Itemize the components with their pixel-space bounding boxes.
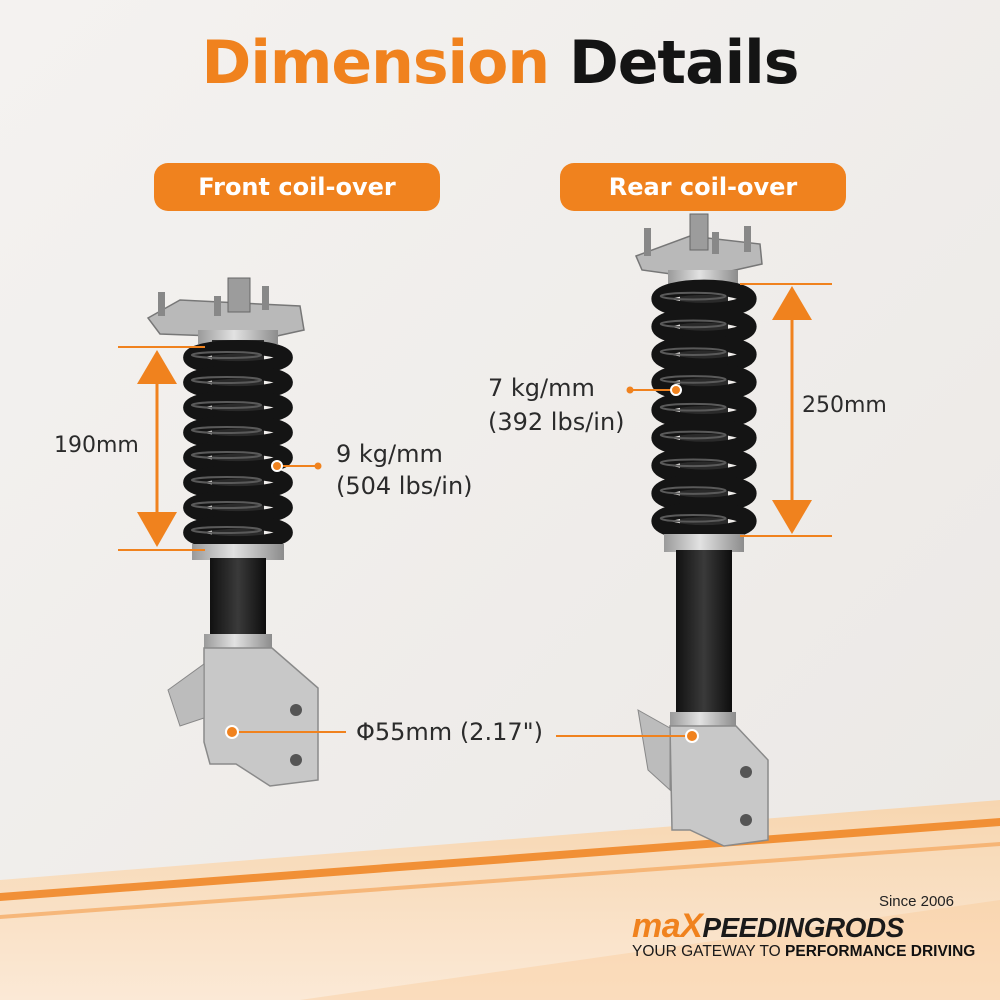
spring-coil-highlight <box>190 451 263 459</box>
front-coilover-badge: Front coil-over <box>154 163 440 211</box>
floor-band <box>0 800 1000 1000</box>
title-part-accent: Dimension <box>201 28 551 98</box>
orange-stripe-3 <box>300 900 1000 1000</box>
spring-coil-highlight <box>659 458 727 468</box>
rear-center-nut <box>689 213 709 251</box>
spring-coil-highlight <box>659 347 727 356</box>
spring-coil-highlight <box>659 430 727 440</box>
rear-bracket-tab <box>637 709 671 792</box>
rear-bolt-hole-1 <box>740 766 752 778</box>
rear-spring <box>651 279 757 541</box>
rear-length-dimension <box>740 283 832 537</box>
title-part-dark: Details <box>568 28 800 98</box>
front-spring-rate-lbs: (504 lbs/in) <box>336 472 473 500</box>
rear-knuckle-bracket <box>669 725 769 847</box>
brand-tagline-bold: PERFORMANCE DRIVING <box>785 943 976 960</box>
rear-diameter-leader <box>556 729 699 743</box>
spring-coil-highlight <box>190 476 263 484</box>
rear-body <box>676 550 732 720</box>
spring-coil-highlight <box>659 291 727 301</box>
rear-spring-rate-leader <box>626 384 682 396</box>
spring-coil-highlight <box>190 376 263 384</box>
spring-coil <box>651 501 757 541</box>
front-length-dimension <box>118 346 205 551</box>
front-lock-ring <box>204 634 272 648</box>
front-stud-2 <box>214 296 221 316</box>
page-title: Dimension Details <box>0 28 1000 98</box>
spring-coil-highlight <box>659 402 727 412</box>
spring-coil-highlight <box>190 526 263 534</box>
front-length-label: 190mm <box>54 433 139 458</box>
brand-logo-prefix: maX <box>632 907 703 945</box>
rear-length-label: 250mm <box>802 393 887 418</box>
spring-coil-highlight <box>190 401 263 409</box>
brand-since: Since 2006 <box>878 893 954 910</box>
rear-coilover-badge: Rear coil-over <box>560 163 846 211</box>
spring-coil-highlight <box>659 375 727 384</box>
brand-tagline: YOUR GATEWAY TO PERFORMANCE DRIVING <box>632 943 975 961</box>
spring-coil-highlight <box>190 351 263 359</box>
front-body <box>210 558 266 642</box>
brand-logo-block: Since 2006 maXPEEDINGRODS YOUR GATEWAY T… <box>632 893 975 973</box>
rear-stud-1 <box>644 228 651 256</box>
spring-coil-highlight <box>659 486 727 495</box>
front-coilover <box>146 277 319 787</box>
front-arrow-up <box>137 350 177 384</box>
brand-logo: maXPEEDINGRODS <box>632 907 904 946</box>
rear-stud-2 <box>744 226 751 252</box>
spring-coil-highlight <box>190 426 263 434</box>
rear-arrow-down <box>772 500 812 534</box>
spring-coil-highlight <box>190 501 263 509</box>
front-diameter-leader <box>225 725 346 739</box>
diameter-label: Φ55mm (2.17") <box>356 718 544 746</box>
spring-coil-highlight <box>659 514 727 523</box>
front-spring-rate-kg: 9 kg/mm <box>336 440 443 468</box>
rear-stud-3 <box>712 232 719 254</box>
front-stud-3 <box>262 286 269 310</box>
rear-coilover <box>634 213 769 847</box>
rear-lock-ring <box>670 712 736 726</box>
front-bolt-hole-1 <box>290 704 302 716</box>
spring-coil-highlight <box>659 319 727 329</box>
front-center-nut <box>227 277 251 313</box>
rear-arrow-up <box>772 286 812 320</box>
rear-spring-perch <box>664 534 744 552</box>
front-bracket-tab <box>167 663 205 727</box>
rear-spring-rate-lbs: (392 lbs/in) <box>488 408 625 436</box>
rear-spring-rate-kg: 7 kg/mm <box>488 374 595 402</box>
orange-stripe-2 <box>0 842 1000 919</box>
brand-tagline-normal: YOUR GATEWAY TO <box>632 943 786 960</box>
rear-bolt-hole-2 <box>740 814 752 826</box>
front-knuckle-bracket <box>203 647 319 787</box>
front-stud-1 <box>158 292 165 316</box>
front-arrow-down <box>137 512 177 547</box>
brand-logo-rest: PEEDINGRODS <box>702 912 904 943</box>
front-bolt-hole-2 <box>290 754 302 766</box>
front-spring <box>183 340 293 550</box>
front-spring-perch <box>192 544 284 560</box>
front-spring-rate-leader <box>271 460 322 472</box>
spring-coil <box>183 515 293 550</box>
